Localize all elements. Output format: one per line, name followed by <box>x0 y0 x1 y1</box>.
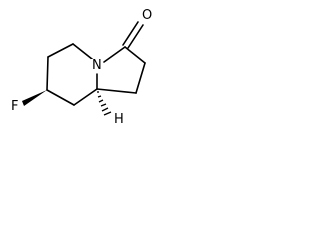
bond-C5-C6 <box>47 43 74 58</box>
bond-C3-O-a <box>122 21 139 46</box>
bond-N-C3 <box>103 46 126 63</box>
bond-C2-C1 <box>135 62 146 94</box>
structure-canvas: F N O H <box>0 0 178 148</box>
molecule-drawing <box>22 21 146 116</box>
atom-label-fluorine: F <box>10 99 20 114</box>
atom-label-nitrogen: N <box>91 58 103 73</box>
bond-C8-C8a <box>73 88 98 106</box>
bond-C1-C8a <box>96 88 137 94</box>
bond-C7-C8 <box>46 89 75 106</box>
wedge-bond-C7-F <box>22 90 47 106</box>
bond-C6-C7 <box>46 56 49 91</box>
atom-label-hydrogen: H <box>113 112 125 127</box>
atom-label-oxygen: O <box>141 8 154 23</box>
bond-C3-C2 <box>124 46 146 64</box>
hash-bond-C8a-H <box>97 91 112 116</box>
bond-C3-O-b <box>127 24 144 49</box>
